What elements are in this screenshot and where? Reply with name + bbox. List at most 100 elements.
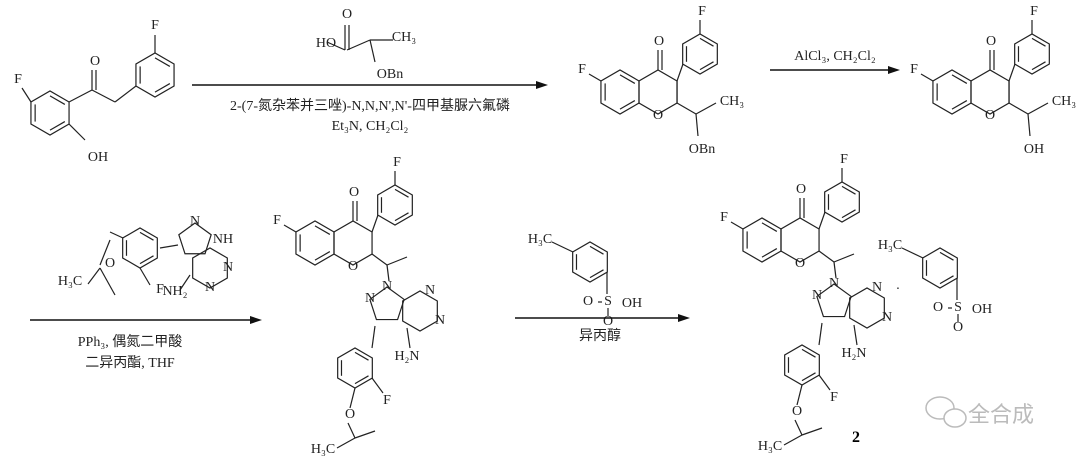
double-bond [139, 255, 154, 265]
double-bond [939, 251, 954, 261]
benzene-ring [122, 227, 158, 269]
nitrogen-label: N [223, 260, 233, 275]
double-bond [314, 251, 331, 261]
double-bond [801, 348, 816, 358]
bond [346, 39, 371, 51]
bond [406, 327, 411, 349]
methyl-label: CH₃ [392, 30, 416, 45]
fluorine-label: F [1030, 4, 1038, 19]
bond [920, 73, 934, 82]
bond [818, 374, 831, 391]
benzene-ring [295, 220, 335, 266]
fluorine-label: F [14, 72, 22, 87]
methyl-label: H₃C [528, 232, 552, 247]
bond [853, 324, 858, 346]
watermark-text: 全合成 [968, 403, 1034, 428]
fluorine-label: F [910, 62, 918, 77]
fluorine-label: F [273, 213, 281, 228]
double-bond [154, 83, 171, 93]
double-bond [939, 275, 954, 285]
double-bond [801, 372, 816, 382]
bond [349, 387, 356, 409]
carbonyl-oxygen-label: O [90, 54, 100, 69]
bond [695, 113, 699, 137]
bond [1008, 63, 1016, 82]
double-bond [154, 57, 171, 67]
bond [91, 89, 116, 103]
bond [833, 261, 837, 279]
benzene-ring [922, 247, 958, 289]
double-bond [761, 222, 778, 232]
double-bond [589, 245, 604, 255]
ether-oxygen-label: O [345, 407, 355, 422]
double-bond [314, 225, 331, 235]
bond [371, 325, 376, 349]
bond [139, 267, 151, 286]
fluorine-label: F [840, 152, 848, 167]
watermark: 全合成 [925, 396, 1034, 428]
carbonyl-oxygen-label: O [349, 185, 359, 200]
bond [326, 41, 346, 51]
nitrogen-label: N [812, 288, 822, 303]
bond [68, 123, 86, 141]
carbonyl-oxygen-label: O [342, 7, 352, 22]
double-bond [1031, 37, 1046, 47]
bond [99, 267, 116, 296]
hydroxyl-label: OH [1024, 142, 1044, 157]
bond [283, 224, 297, 233]
double-bond [619, 100, 636, 110]
nitrogen-label: N [829, 276, 839, 291]
sulfonyl-oxygen-label: O [953, 320, 963, 335]
fluorine-label: F [383, 393, 391, 408]
nh-label: NH [213, 232, 233, 247]
carbonyl-oxygen-label: O [796, 182, 806, 197]
ring-oxygen-label: O [985, 108, 995, 123]
bond [1008, 102, 1029, 115]
pyrimidine-ring [402, 290, 438, 332]
ether-oxygen-label: O [105, 256, 115, 271]
sulfur-label: S [604, 294, 612, 309]
bond [371, 377, 384, 394]
methyl-label: H₃C [878, 238, 902, 253]
benzene-ring [824, 181, 860, 223]
pyrimidine-ring [849, 287, 885, 329]
double-bond [139, 231, 154, 241]
benzene-ring [932, 69, 972, 115]
reaction-arrow-4 [515, 314, 690, 322]
nitrogen-label: N [382, 279, 392, 294]
step3-condition-2: 二异丙酯, THF [85, 355, 175, 371]
fluorine-label: F [720, 210, 728, 225]
bond [369, 39, 376, 63]
ether-oxygen-label: O [792, 404, 802, 419]
bond [695, 102, 717, 115]
amino-label: H₂N [394, 349, 419, 364]
ring-oxygen-label: O [653, 108, 663, 123]
bond [818, 322, 823, 346]
amino-label: H₂N [841, 346, 866, 361]
bond [371, 253, 388, 266]
double-bond [619, 74, 636, 84]
bond [371, 214, 379, 233]
nitrogen-label: N [190, 214, 200, 229]
fluorine-label: F [393, 155, 401, 170]
reaction-arrow-1 [192, 81, 548, 89]
bond [676, 102, 697, 115]
ring-oxygen-label: O [348, 259, 358, 274]
bond [386, 256, 408, 266]
compound-number-label: 2 [852, 429, 860, 446]
fluorine-label: F [156, 282, 164, 297]
pyrazole-ring [816, 283, 852, 318]
double-bond [354, 375, 369, 385]
hydroxyl-label: OH [972, 302, 992, 317]
double-bond [49, 95, 66, 105]
bond [159, 244, 179, 249]
fluorine-label: F [151, 18, 159, 33]
reaction-arrow-2 [770, 66, 900, 74]
step1-condition-1: 2-(7-氮杂苯并三唑)-N,N,N',N'-四甲基脲六氟磷 [230, 97, 510, 114]
methyl-label: H₃C [58, 274, 82, 289]
methyl-label: CH₃ [720, 94, 744, 109]
double-bond [394, 212, 409, 222]
bond [336, 437, 356, 449]
hydroxyl-label: OH [622, 296, 642, 311]
